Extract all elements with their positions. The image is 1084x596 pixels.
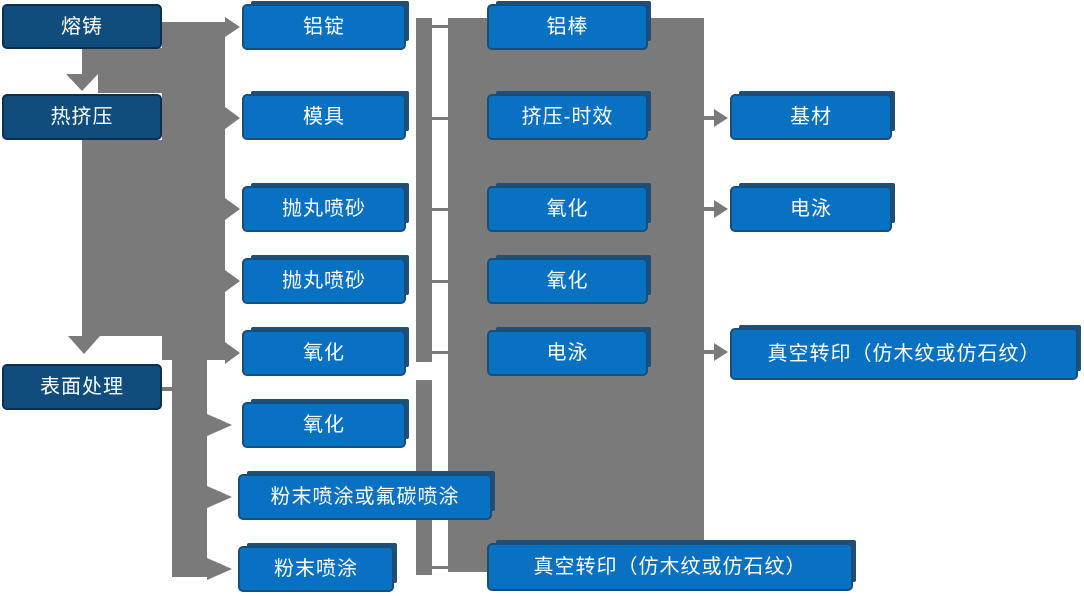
node-surface-treatment: 表面处理 (2, 364, 162, 410)
node-base-material: 基材 (730, 94, 892, 140)
arrow-stem-electrophoresis (704, 207, 716, 211)
connector-spine-lower (172, 352, 207, 577)
node-electrophoresis-s4: 电泳 (730, 186, 892, 232)
node-shot-blasting-2: 抛丸喷砂 (242, 258, 406, 304)
tick-row2 (430, 117, 448, 120)
node-oxidation-s3-2: 氧化 (487, 258, 648, 304)
right-arrow-base-material (714, 109, 728, 127)
node-oxidation-s2-2: 氧化 (242, 402, 406, 448)
arrow-stem-base-material (704, 116, 716, 120)
right-arrow-row4 (225, 270, 240, 292)
node-hot-extrusion: 热挤压 (2, 94, 162, 140)
node-oxidation-s2-1: 氧化 (242, 330, 406, 376)
arrow-stem-vacuum-transfer (704, 350, 716, 354)
right-arrow-row6 (207, 414, 232, 436)
node-oxidation-s3-1: 氧化 (487, 186, 648, 232)
node-electrophoresis-s3: 电泳 (487, 330, 648, 376)
tick-row4 (430, 280, 448, 283)
right-arrow-row7 (207, 486, 232, 508)
down-arrow-1 (66, 74, 98, 91)
node-mold: 模具 (242, 94, 406, 140)
down-arrow-2 (68, 336, 100, 354)
tick-row1 (430, 25, 448, 28)
right-arrow-electrophoresis (714, 200, 728, 218)
tick-row5 (430, 351, 448, 354)
connector-band-top-right (98, 48, 162, 93)
node-vacuum-transfer-right: 真空转印（仿木纹或仿石纹） (730, 328, 1078, 380)
right-arrow-row1 (225, 17, 240, 37)
node-powder-coating: 粉末喷涂 (238, 546, 394, 592)
node-shot-blasting-1: 抛丸喷砂 (242, 186, 406, 232)
connector-bar-upper (416, 18, 432, 362)
node-powder-or-fluorocarbon-coating: 粉末喷涂或氟碳喷涂 (238, 474, 492, 520)
node-aluminum-rod: 铝棒 (487, 4, 648, 50)
right-arrow-row3 (225, 198, 240, 220)
surface-treatment-link-line (160, 387, 174, 391)
tick-row3 (430, 208, 448, 211)
connector-band-mid (82, 140, 162, 336)
right-arrow-row8 (207, 558, 232, 580)
right-arrow-row2 (225, 107, 240, 129)
left-connector-group (66, 17, 240, 580)
node-extrusion-aging: 挤压-时效 (487, 94, 648, 140)
node-vacuum-transfer-bottom: 真空转印（仿木纹或仿石纹） (487, 543, 853, 591)
right-arrow-vacuum-transfer (714, 343, 728, 361)
node-aluminum-ingot: 铝锭 (242, 4, 406, 50)
connector-spine-upper (162, 22, 225, 360)
right-arrow-row5 (225, 342, 240, 364)
tick-row8 (430, 566, 448, 569)
node-melting-casting: 熔铸 (2, 4, 162, 49)
right-connector-group (704, 109, 728, 361)
